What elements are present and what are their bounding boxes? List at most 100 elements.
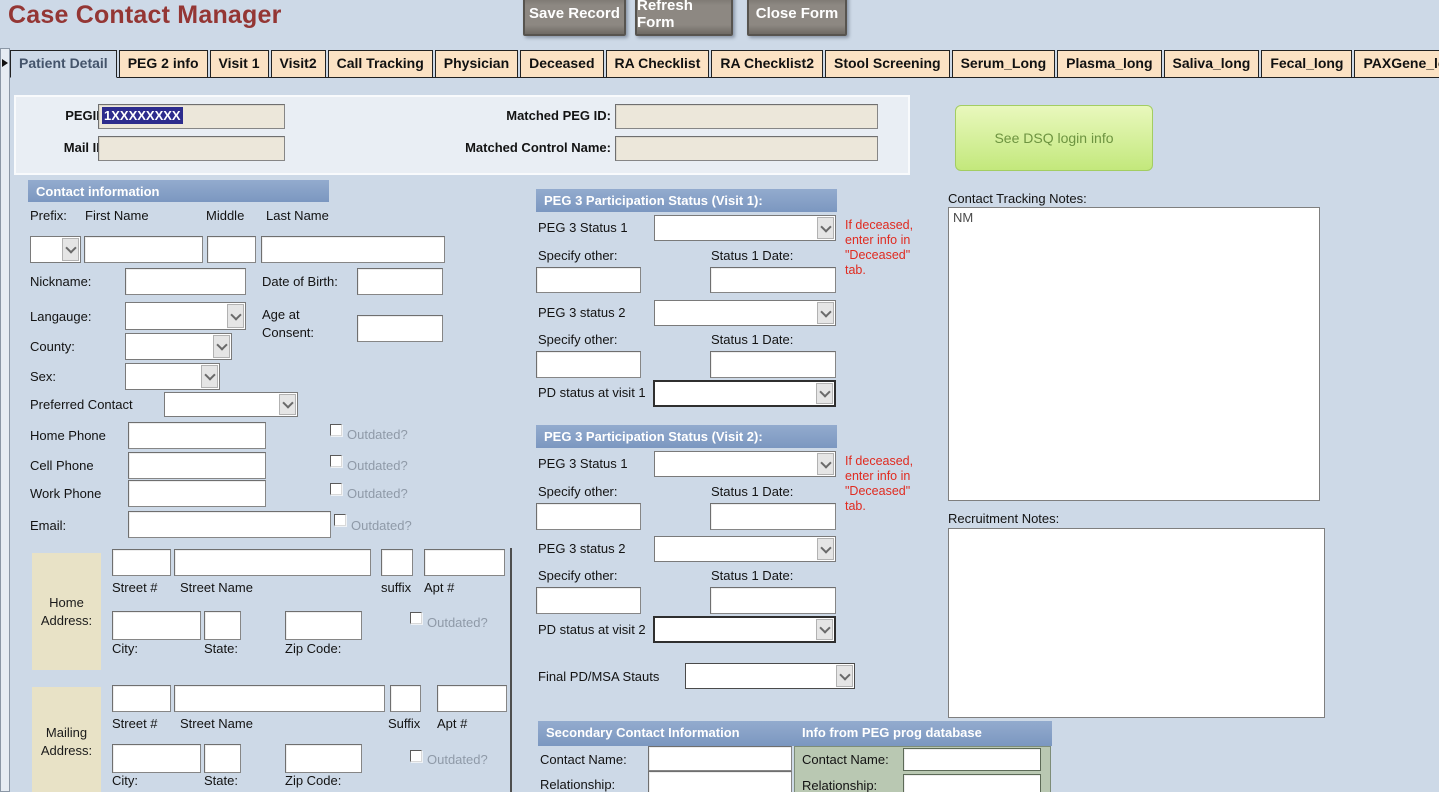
matched-control-name-field[interactable] <box>615 136 878 161</box>
visit1-specify-other2-label: Specify other: <box>538 332 618 347</box>
home-address-outdated-checkbox[interactable] <box>410 612 422 624</box>
cell-phone-field[interactable] <box>128 452 266 479</box>
final-pd-msa-status-select[interactable] <box>685 663 855 689</box>
county-select[interactable] <box>125 333 232 360</box>
tab-deceased[interactable]: Deceased <box>520 50 604 77</box>
tab-physician[interactable]: Physician <box>434 50 519 77</box>
visit1-status2-label: PEG 3 status 2 <box>538 305 626 320</box>
middle-field[interactable] <box>207 236 256 263</box>
visit1-specify-other2-field[interactable] <box>536 351 641 378</box>
last-name-label: Last Name <box>266 208 329 223</box>
visit2-status1-select[interactable] <box>654 451 836 477</box>
tab-peg-2-info[interactable]: PEG 2 info <box>118 50 208 77</box>
visit2-pd-status-label: PD status at visit 2 <box>538 622 646 637</box>
visit2-specify-other-label: Specify other: <box>538 484 618 499</box>
home-suffix-field[interactable] <box>381 549 413 576</box>
chevron-down-icon <box>279 394 296 415</box>
secondary-relationship-field[interactable] <box>648 771 792 792</box>
work-phone-field[interactable] <box>128 480 266 507</box>
tab-strip: Patient Detail PEG 2 info Visit 1 Visit2… <box>10 50 1439 78</box>
visit1-status2-date-field[interactable] <box>710 351 836 378</box>
mailing-state-field[interactable] <box>204 744 241 773</box>
home-city-field[interactable] <box>112 611 201 640</box>
language-select[interactable] <box>125 302 246 330</box>
chevron-down-icon <box>836 665 853 687</box>
home-phone-field[interactable] <box>128 422 266 449</box>
last-name-field[interactable] <box>261 236 445 263</box>
visit2-status2-date-field[interactable] <box>710 587 836 614</box>
tab-paxgene-long[interactable]: PAXGene_long <box>1354 50 1439 77</box>
chevron-down-icon <box>227 304 244 328</box>
peg-db-contact-name-field[interactable] <box>903 748 1041 771</box>
mailing-street-name-field[interactable] <box>174 685 385 712</box>
visit1-pd-status-select[interactable] <box>653 380 836 407</box>
visit2-pd-status-select[interactable] <box>653 616 836 643</box>
home-address-label-line2: Address: <box>40 612 93 628</box>
save-record-button[interactable]: Save Record <box>523 0 626 36</box>
visit1-status1-label: PEG 3 Status 1 <box>538 220 628 235</box>
close-form-button[interactable]: Close Form <box>747 0 847 36</box>
age-at-consent-field[interactable] <box>357 315 443 342</box>
mailing-zip-field[interactable] <box>285 744 362 773</box>
secondary-relationship-label: Relationship: <box>540 777 616 792</box>
home-state-field[interactable] <box>204 611 241 640</box>
tab-ra-checklist2[interactable]: RA Checklist2 <box>711 50 823 77</box>
mailing-apt-field[interactable] <box>437 685 507 712</box>
tab-stool-screening[interactable]: Stool Screening <box>825 50 950 77</box>
mailing-street-number-field[interactable] <box>112 685 171 712</box>
dob-field[interactable] <box>357 268 443 295</box>
middle-label: Middle <box>206 208 245 223</box>
tab-call-tracking[interactable]: Call Tracking <box>327 50 433 77</box>
record-selector-bar[interactable] <box>0 48 10 792</box>
home-street-name-field[interactable] <box>174 549 371 576</box>
mailid-field[interactable] <box>98 136 285 161</box>
tab-ra-checklist[interactable]: RA Checklist <box>605 50 710 77</box>
visit2-status2-select[interactable] <box>654 536 836 562</box>
home-phone-outdated-checkbox[interactable] <box>330 424 342 436</box>
prefix-select[interactable] <box>30 236 81 263</box>
visit1-status2-select[interactable] <box>654 300 836 326</box>
mailing-city-field[interactable] <box>112 744 201 773</box>
home-apt-field[interactable] <box>424 549 505 576</box>
email-outdated-checkbox[interactable] <box>334 514 346 526</box>
visit1-status1-date-field[interactable] <box>710 267 836 293</box>
mailing-suffix-field[interactable] <box>390 685 421 712</box>
peg-db-relationship-label: Relationship: <box>802 778 878 792</box>
secondary-contact-name-field[interactable] <box>648 746 792 771</box>
mailing-address-outdated-checkbox[interactable] <box>410 750 422 762</box>
tab-saliva-long[interactable]: Saliva_long <box>1163 50 1260 77</box>
home-street-number-field[interactable] <box>112 549 171 576</box>
cell-phone-outdated-checkbox[interactable] <box>330 455 342 467</box>
pegid-field[interactable]: 1XXXXXXXX <box>98 104 285 129</box>
divider-line <box>510 548 512 792</box>
home-zip-field[interactable] <box>285 611 362 640</box>
first-name-field[interactable] <box>84 236 203 263</box>
preferred-contact-select[interactable] <box>164 392 298 417</box>
email-field[interactable] <box>128 511 331 538</box>
home-phone-label: Home Phone <box>30 428 106 443</box>
sex-select[interactable] <box>125 363 220 390</box>
recruitment-notes-box[interactable] <box>948 528 1325 718</box>
tab-patient-detail[interactable]: Patient Detail <box>10 50 117 78</box>
refresh-form-button[interactable]: Refresh Form <box>635 0 733 36</box>
visit2-status1-date-field[interactable] <box>710 503 836 530</box>
tab-fecal-long[interactable]: Fecal_long <box>1261 50 1353 77</box>
visit2-specify-other-field[interactable] <box>536 503 641 530</box>
visit1-status1-select[interactable] <box>654 215 836 241</box>
nickname-field[interactable] <box>125 268 246 295</box>
peg-db-relationship-field[interactable] <box>903 774 1041 792</box>
visit2-specify-other2-field[interactable] <box>536 587 641 614</box>
tab-serum-long[interactable]: Serum_Long <box>951 50 1056 77</box>
tab-visit2[interactable]: Visit2 <box>270 50 326 77</box>
matched-peg-id-field[interactable] <box>615 104 878 129</box>
tab-plasma-long[interactable]: Plasma_long <box>1057 50 1162 77</box>
visit1-deceased-note: If deceased, enter info in "Deceased" ta… <box>845 218 914 277</box>
visit1-specify-other-field[interactable] <box>536 267 641 293</box>
tab-visit-1[interactable]: Visit 1 <box>209 50 269 77</box>
work-phone-outdated-checkbox[interactable] <box>330 483 342 495</box>
see-dsq-login-info-button[interactable]: See DSQ login info <box>955 105 1153 171</box>
home-address-outdated-label: Outdated? <box>427 615 488 630</box>
contact-tracking-notes-box[interactable]: NM <box>948 207 1320 501</box>
mailing-address-outdated-label: Outdated? <box>427 752 488 767</box>
